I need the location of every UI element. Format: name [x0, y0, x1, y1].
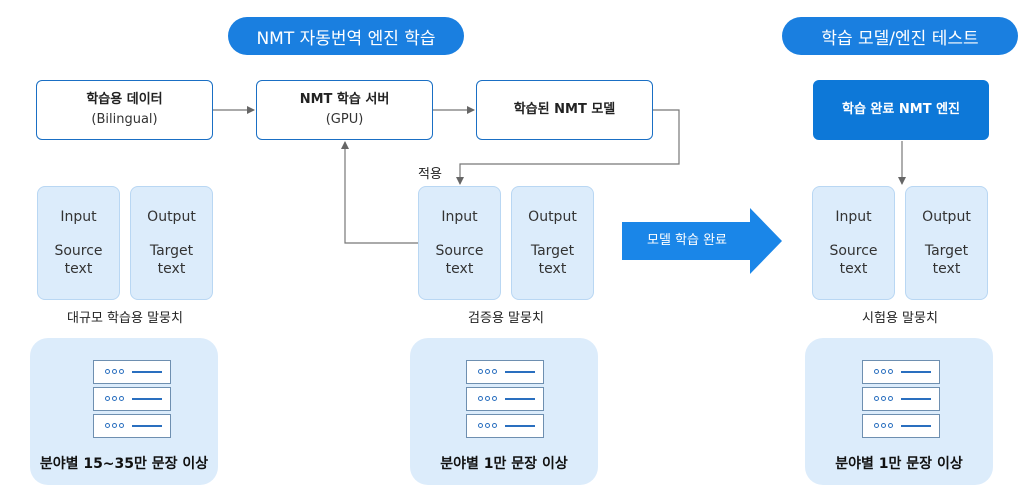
- card-title: Output: [528, 209, 577, 225]
- trained-model-node: 학습된 NMT 모델: [476, 80, 653, 140]
- card-line1: Target: [530, 243, 575, 259]
- card-title: Input: [835, 209, 872, 225]
- nmt-server-node: NMT 학습 서버 (GPU): [256, 80, 433, 140]
- trained-model-title: 학습된 NMT 모델: [513, 102, 616, 117]
- validation-corpus-panel: 분야별 1만 문장 이상: [410, 338, 598, 485]
- test-output-card: Output Target text: [905, 186, 988, 300]
- card-line2: text: [932, 261, 961, 277]
- training-data-title: 학습용 데이터: [86, 92, 163, 107]
- card-title: Input: [60, 209, 97, 225]
- card-line2: text: [157, 261, 186, 277]
- testing-header: 학습 모델/엔진 테스트: [782, 17, 1018, 55]
- card-line1: Target: [149, 243, 194, 259]
- server-rack-icon: [862, 360, 940, 438]
- card-line2: text: [64, 261, 93, 277]
- large-corpus-caption: 대규모 학습용 말뭉치: [67, 311, 183, 326]
- card-title: Output: [147, 209, 196, 225]
- arrow-model-to-validation: [456, 109, 680, 185]
- validation-corpus-caption: 검증용 말뭉치: [468, 311, 544, 326]
- arrow-validation-to-server: [341, 141, 418, 244]
- card-line1: Source: [54, 243, 103, 259]
- test-corpus-panel: 분야별 1만 문장 이상: [805, 338, 993, 485]
- training-data-node: 학습용 데이터 (Bilingual): [36, 80, 213, 140]
- card-line1: Target: [924, 243, 969, 259]
- nmt-server-title: NMT 학습 서버: [299, 92, 390, 107]
- server-rack-icon: [93, 360, 171, 438]
- test-input-card: Input Source text: [812, 186, 895, 300]
- card-line2: text: [839, 261, 868, 277]
- big-arrow-shape: [622, 208, 782, 274]
- validation-panel-label: 분야별 1만 문장 이상: [440, 456, 568, 472]
- training-header: NMT 자동번역 엔진 학습: [228, 17, 464, 55]
- server-rack-icon: [466, 360, 544, 438]
- card-line2: text: [538, 261, 567, 277]
- card-line2: text: [445, 261, 474, 277]
- nmt-server-sub: (GPU): [325, 112, 364, 127]
- trained-engine-title: 학습 완료 NMT 엔진: [841, 102, 961, 117]
- card-title: Input: [441, 209, 478, 225]
- apply-label: 적용: [418, 167, 442, 182]
- large-corpus-panel: 분야별 15~35만 문장 이상: [30, 338, 218, 485]
- card-line1: Source: [829, 243, 878, 259]
- card-line1: Source: [435, 243, 484, 259]
- large-input-card: Input Source text: [37, 186, 120, 300]
- test-panel-label: 분야별 1만 문장 이상: [835, 456, 963, 472]
- card-title: Output: [922, 209, 971, 225]
- big-arrow-label: 모델 학습 완료: [646, 233, 728, 248]
- large-panel-label: 분야별 15~35만 문장 이상: [39, 456, 209, 472]
- trained-engine-node: 학습 완료 NMT 엔진: [813, 80, 989, 140]
- large-output-card: Output Target text: [130, 186, 213, 300]
- validation-input-card: Input Source text: [418, 186, 501, 300]
- training-complete-arrow: 모델 학습 완료: [622, 208, 782, 274]
- training-data-sub: (Bilingual): [91, 112, 158, 127]
- test-corpus-caption: 시험용 말뭉치: [862, 311, 938, 326]
- validation-output-card: Output Target text: [511, 186, 594, 300]
